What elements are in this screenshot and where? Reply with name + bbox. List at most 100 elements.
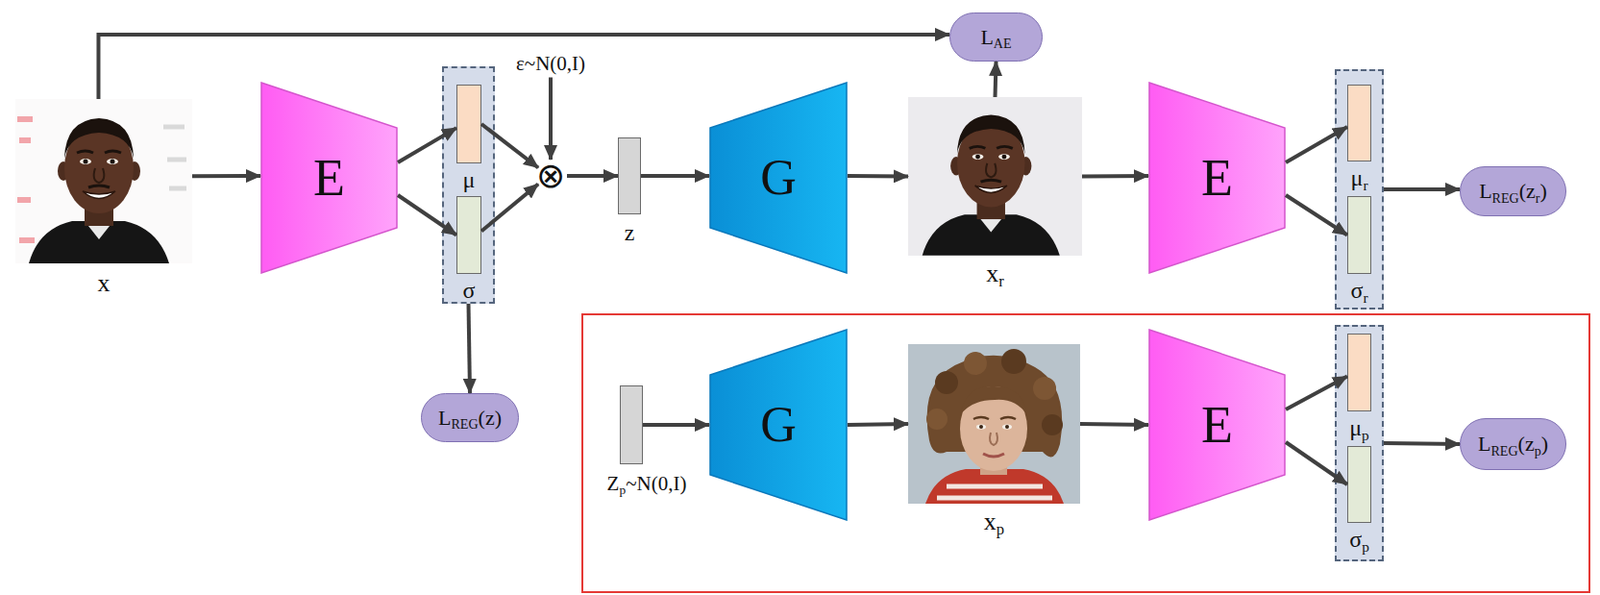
reconstructed-face-photo-part bbox=[908, 97, 1083, 256]
bar-label: μp bbox=[1349, 415, 1370, 443]
bar-label: μ bbox=[463, 167, 476, 195]
block-letter: E bbox=[313, 147, 345, 208]
bar-label: σr bbox=[1350, 277, 1368, 305]
loss-pill: LREG(zr) bbox=[1459, 166, 1567, 217]
generated-face-photo-part bbox=[926, 408, 948, 430]
generated-face-photo-part bbox=[963, 351, 987, 375]
prior-sampling-region: Zp~N(0,I)GxpEμpσpLREG(zp) bbox=[581, 313, 1591, 593]
generated-face-photo-part bbox=[983, 453, 1005, 457]
latent-group: μσ bbox=[442, 66, 495, 304]
subscript: REG bbox=[1490, 443, 1518, 459]
subscript: r bbox=[1362, 176, 1368, 194]
bar-label: σ bbox=[463, 277, 476, 305]
loss-pill: LREG(zp) bbox=[1459, 418, 1567, 470]
block-letter: E bbox=[1201, 147, 1233, 208]
multiply-symbol: ⊗ bbox=[536, 159, 566, 193]
image-box: xp bbox=[908, 344, 1081, 504]
sigma-bar: σ bbox=[456, 196, 482, 274]
image-label: xp bbox=[984, 507, 1005, 537]
mean-bar: μ bbox=[456, 84, 482, 164]
generated-face-photo-part bbox=[1002, 423, 1012, 429]
input-face-photo-part bbox=[163, 126, 187, 189]
mean-bar: μp bbox=[1347, 333, 1372, 412]
encoder-trapezoid: E bbox=[1148, 81, 1286, 274]
subscript: p bbox=[618, 482, 626, 497]
arrow-connector bbox=[1285, 442, 1348, 485]
subscript: p bbox=[1534, 443, 1542, 459]
arrow-connector bbox=[1285, 195, 1348, 236]
loss-pill: LREG(z) bbox=[420, 393, 519, 443]
loss-label: LAE bbox=[980, 24, 1011, 50]
subscript: p bbox=[996, 519, 1005, 539]
arrow-connector bbox=[1080, 423, 1149, 425]
arrow-connector bbox=[397, 127, 457, 163]
generated-face-photo-part bbox=[989, 432, 998, 445]
mean-bar: μr bbox=[1347, 84, 1372, 162]
generated-face-photo-part bbox=[973, 417, 1016, 419]
arrow-connector bbox=[98, 34, 950, 99]
subscript: r bbox=[998, 271, 1005, 291]
generator-trapezoid: G bbox=[709, 328, 848, 521]
image-label: x bbox=[98, 269, 111, 298]
encoder-outline bbox=[1149, 82, 1285, 273]
loss-pill: LAE bbox=[949, 12, 1043, 62]
arrow-connector bbox=[397, 195, 457, 236]
arrow-connector bbox=[847, 173, 909, 179]
block-letter: G bbox=[760, 148, 797, 207]
bar-label: Zp~N(0,I) bbox=[607, 471, 688, 495]
image-box: xr bbox=[908, 97, 1083, 256]
arrow-connector bbox=[481, 184, 539, 232]
encoder-outline bbox=[1149, 329, 1285, 520]
multiply-node: ⊗ bbox=[534, 159, 567, 193]
subscript: r bbox=[1535, 190, 1541, 206]
latent-bar: Zp~N(0,I) bbox=[619, 385, 643, 465]
image-box: x bbox=[15, 98, 193, 264]
subscript: REG bbox=[450, 416, 478, 432]
loss-label: LREG(zr) bbox=[1478, 178, 1548, 203]
arrow-connector bbox=[640, 173, 710, 178]
arrow-connector bbox=[1285, 126, 1348, 163]
image-label: xr bbox=[985, 259, 1005, 289]
reconstructed-face-photo bbox=[908, 97, 1083, 256]
generated-face-photo-part bbox=[960, 386, 1028, 471]
generated-face-photo-part bbox=[979, 424, 984, 429]
arrow-connector bbox=[548, 77, 553, 161]
face-figure bbox=[28, 118, 170, 264]
subscript: p bbox=[1361, 426, 1370, 444]
generated-face-photo-part bbox=[960, 386, 1028, 416]
subscript: REG bbox=[1492, 190, 1520, 206]
generated-face-photo-part bbox=[1001, 348, 1027, 374]
arrow-connector bbox=[566, 173, 618, 178]
generated-face-photo-part bbox=[935, 370, 959, 394]
input-face-photo-part bbox=[15, 98, 193, 264]
input-face-photo-part bbox=[17, 119, 35, 241]
generated-face-photo-part bbox=[1033, 376, 1057, 400]
block-letter: E bbox=[1201, 394, 1233, 455]
arrow-connector bbox=[1082, 173, 1149, 179]
generator-trapezoid: G bbox=[709, 81, 848, 274]
generated-face-photo bbox=[908, 344, 1081, 504]
bar-label: σp bbox=[1349, 526, 1370, 554]
sigma-bar: σp bbox=[1347, 445, 1372, 523]
loss-label: LREG(zp) bbox=[1477, 431, 1549, 456]
latent-group: μpσp bbox=[1334, 324, 1384, 562]
bar-label: μr bbox=[1351, 165, 1369, 193]
block-letter: G bbox=[760, 395, 797, 454]
arrow-connector bbox=[1285, 376, 1348, 410]
generated-face-photo-part bbox=[936, 486, 1053, 498]
noise-label: ε~N(0,I) bbox=[516, 51, 586, 75]
encoder-outline bbox=[261, 82, 397, 273]
arrow-connector bbox=[192, 173, 261, 178]
arrow-connector bbox=[995, 61, 997, 98]
face-figure bbox=[922, 114, 1060, 255]
arrow-connector bbox=[1383, 187, 1460, 192]
bar-label: z bbox=[624, 220, 636, 247]
subscript: r bbox=[1362, 289, 1368, 306]
arrow-connector bbox=[642, 422, 710, 427]
reconstructed-face-photo-part bbox=[922, 114, 1060, 255]
sigma-bar: σr bbox=[1347, 196, 1372, 274]
noise-label-node: ε~N(0,I) bbox=[512, 49, 591, 78]
encoder-trapezoid: E bbox=[260, 81, 398, 274]
generated-face-photo-part bbox=[1005, 424, 1010, 429]
